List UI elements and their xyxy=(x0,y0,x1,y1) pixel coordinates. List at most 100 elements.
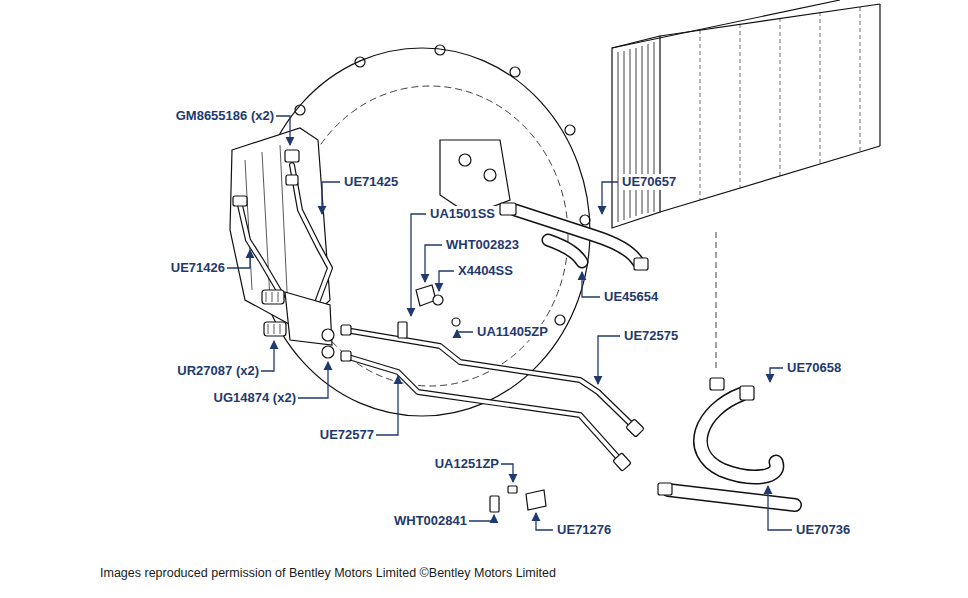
transmission-housing xyxy=(230,45,590,416)
transmission-housing xyxy=(355,57,365,67)
leader-line xyxy=(469,515,494,521)
cooler-hose xyxy=(548,240,582,262)
part-number: UA1251ZP xyxy=(433,456,501,472)
fixings xyxy=(398,285,546,512)
leader-line xyxy=(376,376,398,435)
leader-line xyxy=(439,271,454,291)
cooler-hose xyxy=(668,394,795,505)
cooler-hose xyxy=(701,394,777,477)
radiator xyxy=(660,146,880,212)
cooler-pipe xyxy=(345,356,622,462)
leader-line xyxy=(457,330,473,332)
pipe-nut xyxy=(613,453,631,471)
radiator xyxy=(612,36,660,228)
fixings xyxy=(526,490,546,510)
leader-line xyxy=(322,182,340,214)
leader-line xyxy=(261,341,274,371)
radiator xyxy=(716,232,717,372)
part-number: UE70736 xyxy=(794,522,852,538)
fixings xyxy=(490,496,499,512)
leader-line xyxy=(536,513,553,530)
hose-fitting xyxy=(658,483,672,495)
pipe-nut xyxy=(233,196,247,206)
transmission-housing xyxy=(510,67,520,77)
transmission-housing xyxy=(484,169,496,181)
pipe-nut xyxy=(341,325,351,335)
leader-line xyxy=(298,362,328,398)
part-number: X4404SS xyxy=(456,263,515,279)
cooler-pipe xyxy=(240,165,330,300)
part-number: UA1501SS xyxy=(428,206,497,222)
fixings xyxy=(433,295,443,305)
cooler-pipe xyxy=(345,356,622,462)
cooler-hose xyxy=(668,490,795,505)
transmission-housing xyxy=(580,215,590,225)
part-number: UE72575 xyxy=(622,328,680,344)
hose-fitting xyxy=(500,203,516,215)
part-number: GM8655186 (x2) xyxy=(174,108,276,124)
leader-line xyxy=(582,272,600,297)
connector-block xyxy=(266,292,280,334)
part-number: UA11405ZP xyxy=(475,324,550,340)
connector-block xyxy=(262,290,334,358)
part-number: UE72577 xyxy=(318,427,376,443)
radiator xyxy=(612,0,840,48)
part-number: UE71426 xyxy=(169,260,227,276)
fixings xyxy=(508,486,517,493)
cooler-pipe xyxy=(240,205,282,296)
pipe-nut xyxy=(341,351,351,361)
hose-fitting xyxy=(500,203,648,270)
transmission-housing xyxy=(292,86,568,386)
cooler-hose xyxy=(515,210,638,262)
cooler-pipe xyxy=(345,330,635,428)
part-number: UG14874 (x2) xyxy=(212,390,298,406)
leader-line xyxy=(501,464,513,482)
pipe-nut xyxy=(626,419,644,437)
leader-line xyxy=(276,116,290,145)
connector-block xyxy=(322,346,334,358)
connector-block xyxy=(262,290,284,304)
pipe-nut xyxy=(233,150,299,206)
part-number: UE45654 xyxy=(602,289,660,305)
leader-line xyxy=(227,250,250,268)
cooler-pipe xyxy=(240,205,282,296)
transmission-housing xyxy=(555,315,565,325)
connector-block xyxy=(264,322,286,336)
hose-fitting xyxy=(634,258,648,270)
cooler-pipe xyxy=(345,330,635,462)
part-number: UE70657 xyxy=(620,174,678,190)
radiator xyxy=(612,0,880,372)
image-credit: Images reproduced permission of Bentley … xyxy=(100,565,556,581)
leader-line xyxy=(770,368,783,382)
cooler-hose xyxy=(515,210,638,262)
fixings xyxy=(452,318,460,326)
pipe-nut xyxy=(286,175,298,185)
hose-fitting xyxy=(710,378,724,390)
transmission-housing xyxy=(435,45,445,55)
part-number: UE71425 xyxy=(342,174,400,190)
transmission-housing xyxy=(565,125,575,135)
radiator xyxy=(618,42,654,222)
part-number: WHT002823 xyxy=(444,237,521,253)
transmission-housing xyxy=(230,128,330,330)
transmission-housing xyxy=(295,105,305,115)
cooler-pipe xyxy=(292,165,330,300)
hose-fitting xyxy=(658,378,754,495)
part-number: WHT002841 xyxy=(392,513,469,529)
cooler-hose xyxy=(548,240,582,262)
radiator xyxy=(700,7,860,200)
cooler-hose xyxy=(515,210,638,262)
leader-line xyxy=(602,182,618,214)
transmission-housing xyxy=(245,145,288,312)
cooler-pipe xyxy=(345,330,635,428)
transmission-housing xyxy=(459,154,471,166)
part-number: UE70658 xyxy=(785,360,843,376)
fixings xyxy=(416,285,436,306)
fixings xyxy=(398,322,407,338)
pipe-nut xyxy=(341,325,644,471)
cooler-hose xyxy=(668,490,795,505)
leader-line xyxy=(411,214,426,316)
cooler-hose xyxy=(701,394,777,477)
